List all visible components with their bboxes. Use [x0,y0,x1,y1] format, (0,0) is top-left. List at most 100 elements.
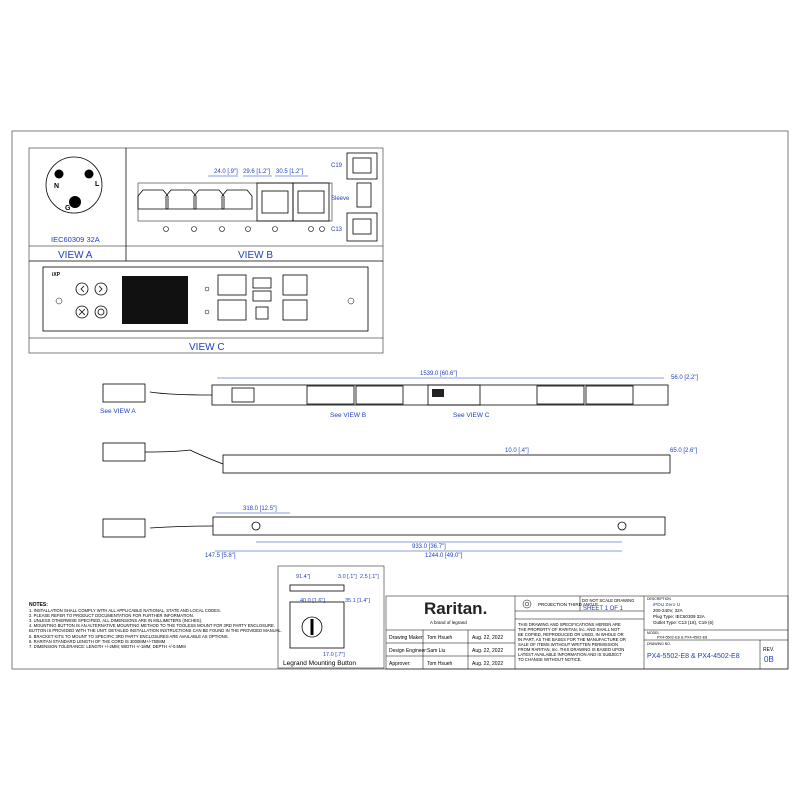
row-3-date: Aug. 22, 2022 [472,661,503,667]
c13-detail-icon [346,212,378,242]
model-small: PX4-5502-E8 & PX4-4502-E8 [657,636,707,640]
note-line: BUTTON IS PROVIDED WITH THE UNIT. DETAIL… [29,628,282,634]
row-3-name: Tom Hsueh [427,661,453,667]
controller-panel [42,266,369,332]
pdu-body-rear [212,516,666,536]
description-line: 200-240V, 32A [653,608,683,613]
pdu-rear-view: 318.0 [12.5"] 933.0 [36.7"] 147.5 [5.8"]… [102,506,666,559]
mounting-button-icon [251,521,261,531]
see-view-a-label: See VIEW A [100,408,136,415]
pin-g-icon [69,196,81,208]
sheet-border [11,130,789,670]
sleeve-detail-icon [356,182,372,208]
drawing-number: PX4-5502-E8 & PX4-4502-E8 [647,653,740,660]
right-button-icon [94,282,108,296]
outlet-latch-row [163,226,325,232]
button-detail-title: Legrand Mounting Button [283,660,356,667]
rev-value: 0B [764,655,774,664]
note-line: 1. INSTALLATION SHALL COMPLY WITH ALL AP… [29,608,221,614]
row-1-date: Aug. 22, 2022 [472,635,503,641]
note-line: 6. RARITAN STANDARD LENGTH OF THE CORD I… [29,638,166,644]
note-line: 2. PLEASE REFER TO PRODUCT DOCUMENTATION… [29,613,194,619]
rear-dim-2: 933.0 [36.7"] [412,544,446,550]
c19-outlet-row [256,182,330,222]
disclaimer-line: BE COPIED, REPRODUCED OR USED, IN WHOLE … [518,632,624,637]
top-dim-length: 1539.0 [60.6"] [420,371,457,377]
top-dim-width: 56.0 [2.2"] [671,375,698,381]
btn-dim-6: 17.0 [.7"] [323,652,345,658]
description-line: Outlet Type: C13 (18), C19 (6) [653,620,714,625]
btn-dim-1: 91.4"] [296,574,311,580]
row-3-role: Approver: [389,661,411,667]
usb-port-icon [252,290,272,302]
pdu-side-view: 10.0 [.4"] 65.0 [2.6"] [102,442,697,474]
row-2-name: Sam Liu [427,648,446,654]
mounting-button-icon [617,521,627,531]
rj45-port-icon [282,299,308,321]
description-line: Plug Type: IEC60309 32A [653,614,705,619]
pin-g-label: G [65,205,71,212]
description-label: DESCRIPTION [647,597,671,601]
rear-dim-4: 1244.0 [49.0"] [425,553,462,559]
rj45-port-icon [217,299,247,321]
pin-l-label: L [95,181,100,188]
company-logo: Raritan. [424,599,487,618]
view-b-dim-3: 30.5 [1.2"] [276,169,303,175]
disclaimer-line: THIS DRAWING AND SPECIFICATIONS HEREIN A… [518,622,621,627]
lcd-display [122,276,188,324]
note-line: 3. UNLESS OTHERWISE SPECIFIED, ALL DIMEN… [29,618,203,624]
usb-port-icon [252,277,272,289]
ixp-logo: iXP [52,272,61,278]
outlet-bank [536,385,585,405]
c13-outlet-row [137,189,253,210]
view-b: 24.0 [.9"] 29.6 [1.2"] 30.5 [1.2"] C19 S… [125,147,384,262]
scale-note: DO NOT SCALE DRAWING [582,598,634,603]
button-detail: 91.4"] 3.0 [.1"] 2.5 [.1"] 40.0 [1.6"] 3… [277,565,385,669]
c13-outlet-icon [137,189,169,210]
c13-outlet-icon [221,189,253,210]
pin-n-label: N [54,183,59,190]
c19-label: C19 [331,163,343,169]
see-view-c-label: See VIEW C [453,412,490,419]
pdu-front-view: 1539.0 [60.6"] 56.0 [2.2"] See VIEW A Se… [100,371,698,419]
controller-module [427,384,481,406]
plug-face-icon [45,156,103,214]
disclaimer-line: THE PROPERTY OF RARITAN, Inc. AND SHALL … [518,627,620,632]
cancel-button-icon [75,305,89,319]
c13-outlet-icon [165,189,197,210]
view-b-title: VIEW B [238,250,273,261]
outlet-bank [355,385,404,405]
notes-title: NOTES: [29,602,48,608]
drawing-no-label: DRAWING NO. [647,642,671,646]
btn-dim-4: 40.0 [1.6"] [300,598,325,604]
rev-label: REV. [763,647,774,653]
disclaimer: THIS DRAWING AND SPECIFICATIONS HEREIN A… [518,622,626,662]
rj45-port-icon [217,274,247,296]
row-1-role: Drawing Maker: [389,635,424,641]
disclaimer-line: SALE OF ITEMS WITHOUT WRITTEN PERMISSION [518,642,618,647]
button-plate [289,601,345,649]
pin-l-icon [84,169,94,179]
model-label: MODEL [647,631,660,635]
sheet-label: SHEET 1 OF 1 [583,606,624,612]
note-line: 4. MOUNTING BUTTON IS AN ALTERNATIVE MOU… [29,623,275,629]
view-c: iXP VIEW C [28,260,384,354]
rj45-port-icon [282,274,308,296]
ok-button-icon [94,305,108,319]
button-icon [301,616,323,638]
view-b-dim-2: 29.6 [1.2"] [243,169,270,175]
btn-dim-2: 3.0 [.1"] [338,574,357,580]
pin-n-icon [54,169,64,179]
disclaimer-line: LATEST AVAILABLE INFORMATION AND IS SUBJ… [518,652,622,657]
c13-label: C13 [331,227,343,233]
c19-outlet-icon [292,182,330,222]
title-block: Raritan. A brand of legrand PROJECTION T… [385,595,789,670]
projection-label: PROJECTION THIRD ANGLE [538,602,598,607]
plug-type-label: IEC60309 32A [51,235,100,244]
note-line: 7. DIMENSION TOLERANCE: LENGTH +/-2MM; W… [29,643,186,649]
c13-outlet-icon [193,189,225,210]
c19-detail-icon [346,152,378,180]
description-line: iPDU Zero U [653,602,681,608]
disclaimer-line: IN PART, AS THE BASES FOR THE MANUFACTUR… [518,637,626,642]
